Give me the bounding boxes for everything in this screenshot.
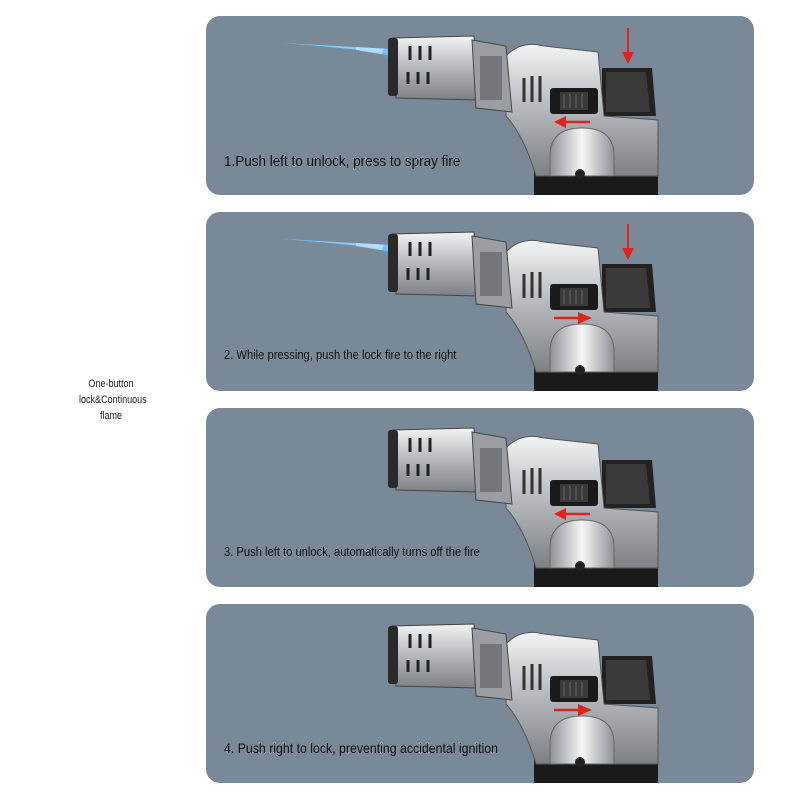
- side-label-line-3: flame: [99, 410, 123, 422]
- step-caption-1: 1.Push left to unlock, press to spray fi…: [224, 153, 461, 170]
- slide-left-arrow: [554, 116, 590, 128]
- step-panel-4: 4. Push right to lock, preventing accide…: [206, 604, 754, 783]
- flame: [280, 42, 398, 59]
- side-label: One-button lock&Continuous flame: [79, 376, 147, 424]
- press-arrow: [622, 28, 634, 64]
- torch-lighter-svg: [388, 427, 659, 587]
- step-panel-3: 3. Push left to unlock, automatically tu…: [206, 408, 754, 587]
- torch-lighter-svg: [280, 28, 659, 195]
- side-label-line-2: lock&Continuous: [79, 394, 147, 406]
- torch-lighter-svg: [388, 623, 659, 783]
- slide-left-arrow: [554, 508, 590, 520]
- step-panel-2: 2. While pressing, push the lock fire to…: [206, 212, 754, 391]
- flame: [280, 238, 398, 255]
- step-panel-1: 1.Push left to unlock, press to spray fi…: [206, 16, 754, 195]
- step-caption-4: 4. Push right to lock, preventing accide…: [224, 740, 498, 756]
- press-arrow: [622, 224, 634, 260]
- step-caption-2: 2. While pressing, push the lock fire to…: [224, 347, 457, 362]
- step-caption-3: 3. Push left to unlock, automatically tu…: [224, 544, 480, 559]
- torch-lighter-svg: [280, 224, 659, 391]
- slide-right-arrow: [554, 704, 592, 716]
- slide-right-arrow: [554, 312, 592, 324]
- side-label-line-1: One-button: [88, 378, 134, 390]
